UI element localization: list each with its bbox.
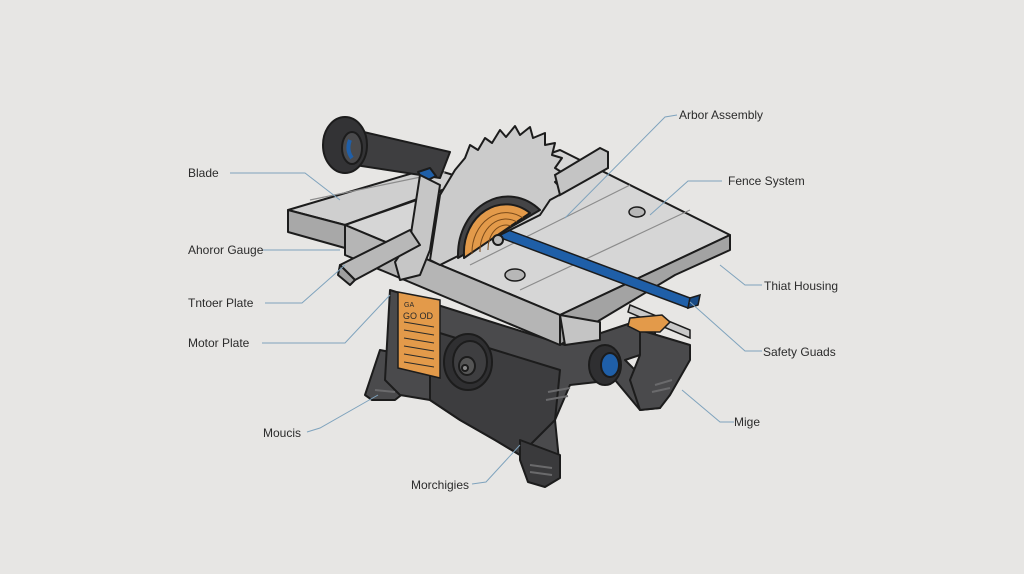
height-adjust-knob	[443, 333, 493, 391]
label-that-housing: Thiat Housing	[764, 279, 839, 293]
label-safety-guards: Safety Guads	[763, 345, 836, 359]
motor-assembly	[322, 116, 451, 183]
info-plate	[397, 291, 441, 379]
label-motor-plate: Motor Plate	[188, 336, 250, 350]
label-mounts: Moucis	[263, 426, 302, 440]
label-thtoer-plate: Tntoer Plate	[188, 296, 254, 310]
label-morchigies: Morchigies	[411, 478, 470, 492]
label-blade: Blade	[188, 166, 219, 180]
safety-guard	[627, 314, 672, 333]
rear-fence-block	[553, 146, 609, 197]
svg-text:GO OD: GO OD	[403, 311, 434, 321]
leader-lines	[230, 114, 762, 485]
table-hole	[504, 268, 526, 282]
label-mige: Mige	[734, 415, 761, 429]
saw-blade	[429, 125, 567, 266]
table-hole	[628, 206, 646, 218]
label-fence-system: Fence System	[728, 174, 805, 188]
bevel-knob	[588, 344, 622, 386]
svg-text:GA: GA	[404, 302, 414, 309]
label-ahoror-gauge: Ahoror Gauge	[188, 243, 264, 257]
blade-guard	[337, 174, 441, 286]
label-arbor-assembly: Arbor Assembly	[679, 108, 764, 122]
